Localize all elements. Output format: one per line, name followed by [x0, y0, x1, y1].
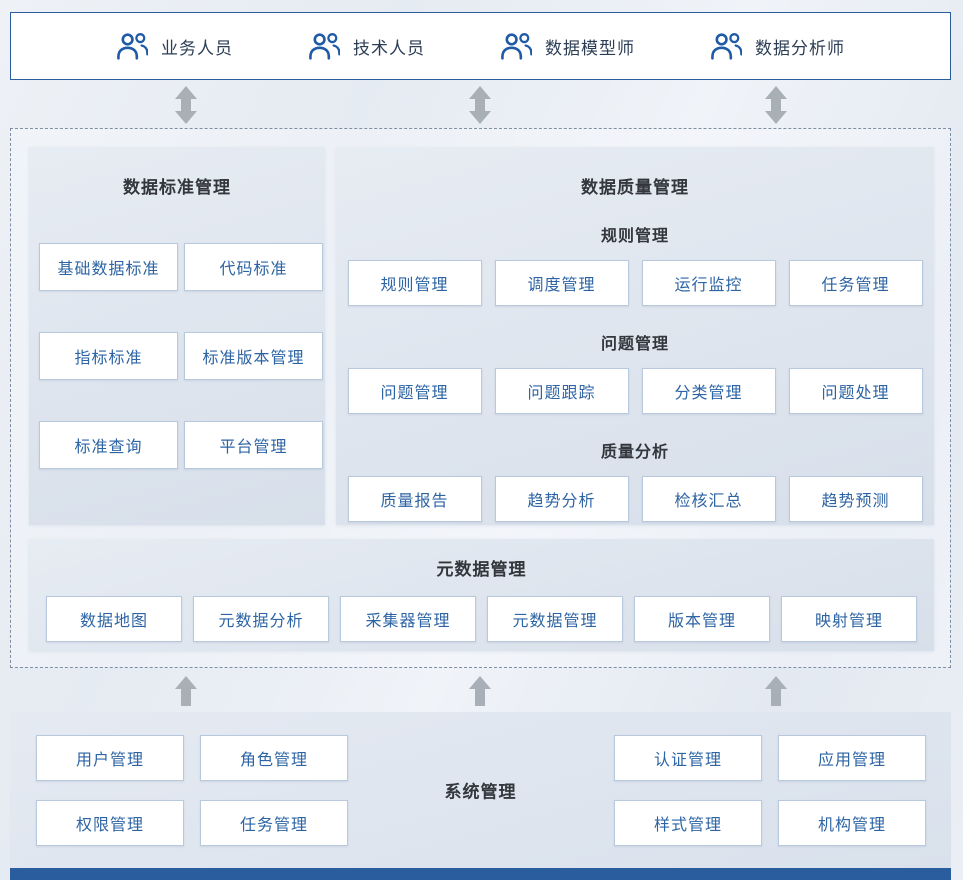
module-item: 调度管理	[494, 260, 629, 306]
standards-grid: 基础数据标准 代码标准 指标标准 标准版本管理 标准查询 平台管理	[39, 243, 323, 469]
system-panel: 系统管理 用户管理 角色管理 权限管理 任务管理 认证管理 应用管理 样式管理 …	[10, 712, 951, 868]
standards-panel: 数据标准管理 基础数据标准 代码标准 指标标准 标准版本管理 标准查询 平台管理	[29, 147, 325, 525]
module-item: 问题跟踪	[494, 368, 629, 414]
double-arrow-icon	[765, 86, 787, 124]
panel-title: 元数据管理	[436, 560, 527, 579]
group-title: 质量分析	[600, 444, 669, 461]
module-item: 标准查询	[39, 421, 178, 469]
module-item: 角色管理	[200, 735, 348, 781]
module-item: 元数据分析	[193, 596, 329, 642]
module-item: 用户管理	[36, 735, 184, 781]
user-role-data-analyst: 数据分析师	[710, 32, 845, 60]
module-item: 权限管理	[36, 800, 184, 846]
quality-analysis-group: 质量分析 质量报告 趋势分析 检核汇总 趋势预测	[336, 438, 934, 522]
users-icon	[117, 33, 148, 60]
module-item: 认证管理	[614, 735, 762, 781]
users-icon	[309, 33, 340, 60]
panel-title: 数据标准管理	[123, 178, 231, 197]
module-item: 运行监控	[641, 260, 776, 306]
system-left-grid: 用户管理 角色管理 权限管理 任务管理	[36, 735, 348, 846]
module-item: 任务管理	[788, 260, 923, 306]
user-role-label: 数据分析师	[755, 38, 845, 58]
user-role-business: 业务人员	[116, 32, 233, 60]
module-item: 平台管理	[184, 421, 323, 469]
panel-title: 数据质量管理	[581, 178, 689, 197]
module-item: 数据地图	[46, 596, 182, 642]
user-role-label: 数据模型师	[545, 38, 635, 58]
module-item: 分类管理	[641, 368, 776, 414]
user-role-label: 业务人员	[161, 38, 233, 58]
module-item: 检核汇总	[641, 476, 776, 522]
double-arrow-icon	[469, 86, 491, 124]
user-role-technical: 技术人员	[308, 32, 425, 60]
module-item: 质量报告	[347, 476, 482, 522]
group-title: 问题管理	[600, 336, 669, 353]
module-item: 问题管理	[347, 368, 482, 414]
module-item: 采集器管理	[340, 596, 476, 642]
rule-management-group: 规则管理 规则管理 调度管理 运行监控 任务管理	[336, 222, 934, 306]
module-item: 任务管理	[200, 800, 348, 846]
up-arrow-icon	[765, 676, 787, 706]
module-item: 基础数据标准	[39, 243, 178, 291]
metadata-panel: 元数据管理 数据地图 元数据分析 采集器管理 元数据管理 版本管理 映射管理	[29, 539, 934, 651]
module-item: 标准版本管理	[184, 332, 323, 380]
module-item: 机构管理	[778, 800, 926, 846]
problem-management-group: 问题管理 问题管理 问题跟踪 分类管理 问题处理	[336, 330, 934, 414]
quality-panel: 数据质量管理 规则管理 规则管理 调度管理 运行监控 任务管理 问题管理 问题管…	[336, 147, 934, 525]
module-item: 应用管理	[778, 735, 926, 781]
user-roles-bar: 业务人员 技术人员 数据模型师	[10, 12, 951, 80]
module-item: 代码标准	[184, 243, 323, 291]
module-item: 指标标准	[39, 332, 178, 380]
users-icon	[501, 33, 532, 60]
module-item: 映射管理	[781, 596, 917, 642]
module-item: 样式管理	[614, 800, 762, 846]
group-title: 规则管理	[600, 228, 669, 245]
system-right-grid: 认证管理 应用管理 样式管理 机构管理	[614, 735, 926, 846]
module-item: 规则管理	[347, 260, 482, 306]
bottom-accent-bar	[10, 868, 951, 880]
module-item: 版本管理	[634, 596, 770, 642]
panel-title: 系统管理	[444, 782, 517, 802]
double-arrow-icon	[175, 86, 197, 124]
module-item: 元数据管理	[487, 596, 623, 642]
users-icon	[711, 33, 742, 60]
user-role-label: 技术人员	[353, 38, 425, 58]
up-arrow-icon	[469, 676, 491, 706]
module-item: 问题处理	[788, 368, 923, 414]
up-arrow-icon	[175, 676, 197, 706]
platform-modules-container: 数据标准管理 基础数据标准 代码标准 指标标准 标准版本管理 标准查询 平台管理…	[10, 128, 951, 668]
user-role-data-modeler: 数据模型师	[500, 32, 635, 60]
module-item: 趋势分析	[494, 476, 629, 522]
module-item: 趋势预测	[788, 476, 923, 522]
